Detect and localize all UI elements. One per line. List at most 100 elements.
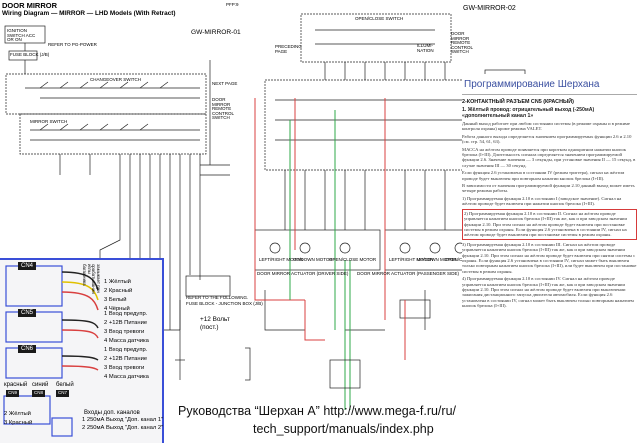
actuator-passenger-label: DOOR MIRROR ACTUATOR (PASSENGER SIDE) [357,271,460,276]
signal-num: 1 [104,311,108,317]
wire-row: 4 Чёрный [104,306,130,313]
input-text: 250мА Выход "Доп. канал 1" [86,417,164,423]
motor-label: OPEN/CLOSE MOTOR [329,257,377,262]
page-ref: PFP:9 [226,2,239,7]
doc-item-2: 2) Программируемая функция 2.10 в состоя… [462,208,637,240]
input-row-2: 2 250мА Выход "Доп. канал 2" [82,425,164,432]
wire-row: 3 Белый [104,297,127,304]
signal-row: 1 Вход предупр. [104,347,148,354]
doc-para-1: Данный выход работает при любом состояни… [462,121,630,132]
signal-text: Масса датчика [108,374,149,380]
refer-following-label: REFER TO THE FOLLOWING. [186,295,249,300]
motor-label: UP/DOWN MOTOR [293,257,333,262]
remote-control-label: DOOR MIRROR REMOTE CONTROL SWITCH [212,97,234,120]
motor-label: LEFT/RIGHT MOTOR [259,257,304,262]
cn7-badge: CN7 [56,390,70,397]
signal-text: +12В Питание [108,356,148,362]
diagram-code-left: GW-MIRROR-01 [191,29,241,36]
signal-num: 1 [104,347,108,353]
cn-color-white: белый [56,382,74,388]
signal-row: 2 +12В Питание [104,356,148,363]
doc-title: Программирование Шерхана [464,79,600,90]
mirror-switch-label: MIRROR SWITCH [30,119,68,124]
refer-pg-label: REFER TO PG-POWER [48,42,97,47]
cn9-badge: CN9 [6,390,20,397]
cn4-badge: CN4 [18,262,37,270]
wire-num: 4 [104,306,108,312]
signal-num: 4 [104,338,108,344]
cn6-badge: CN6 [18,345,37,353]
trunk-note: замыкает при срабатывании иглы багажника [82,264,102,294]
signal-num: 3 [104,365,108,371]
input-num: 1 [82,417,86,423]
input-text: 250мА Выход "Доп. канал 2" [86,425,164,431]
signal-text: +12В Питание [108,320,148,326]
signal-text: Вход предупр. [108,311,148,317]
signal-num: 3 [104,329,108,335]
signal-text: Вход предупр. [108,347,148,353]
diagram-code-right: GW-MIRROR-02 [463,5,516,12]
illum-label: ILLUMI- NATION [417,43,434,53]
signal-num: 2 [104,356,108,362]
wire-color: Красный [108,288,133,294]
cn5-badge: CN5 [18,309,37,317]
next-page-label: NEXT PAGE [212,81,238,86]
signal-row: 4 Масса датчика [104,338,149,345]
motor-label: UP/DOWN MOTOR [417,257,457,262]
signal-row: 3 Вход тревоги [104,329,145,336]
ignition-label: IGNITION SWITCH ACC OR ON [7,28,36,42]
wire-color: Белый [108,297,127,303]
programming-doc-panel: Программирование Шерхана 2-КОНТАКТНЫЙ РА… [462,74,637,398]
fuse-junction-label: FUSE BLOCK - JUNCTION BOX (J/B) [186,301,263,306]
signal-text: Масса датчика [108,338,149,344]
wire-row: 1 Жёлтый [104,279,131,286]
right-wiring-diagram: GW-MIRROR-02 [245,0,640,441]
wire-num: 1 [104,279,108,285]
input-num: 2 [82,425,86,431]
cn-color-blue: синий [32,382,49,388]
doc-item-4: 4) Программируемая функция 2.10 в состоя… [462,276,634,309]
connector-overlay: CN4 CN5 CN6 замыкает при срабатывании иг… [0,258,164,443]
signal-row: 1 Вход предупр. [104,311,148,318]
bottom-row-2: 3 Красный [4,420,33,427]
footer-line-1: Руководства “Шерхан А” http://www.mega-f… [178,404,456,418]
doc-section: 2-КОНТАКТНЫЙ РАЗЪЕМ CN5 (КРАСНЫЙ) [462,99,574,105]
diagram-title: DOOR MIRROR [2,1,57,10]
doc-para-4: Если функция 2.6 установлена в состоянии… [462,170,625,181]
wire-row: 2 Красный [104,288,133,295]
preceding-page-label: PRECEDING PAGE [275,44,302,54]
doc-para-3: МАССА на жёлтом проводе появляется при к… [462,146,636,168]
signal-row: 4 Масса датчика [104,374,149,381]
cn8-badge: CN8 [32,390,46,397]
wire-num: 2 [104,288,108,294]
doc-item-3: 3) Программируемая функция 2.10 в состоя… [462,241,637,274]
right-schematic [245,13,555,410]
bottom-color: Жёлтый [8,411,31,417]
bottom-num: 3 [4,420,8,426]
fuse-label: FUSE BLOCK (J/B) [10,52,50,57]
signal-text: Вход тревоги [108,329,145,335]
plus12-label: +12 Вольт (пост.) [200,316,230,331]
left-wiring-diagram: DOOR MIRROR Wiring Diagram — MIRROR — LH… [0,0,263,441]
bottom-num: 2 [4,411,8,417]
signal-num: 2 [104,320,108,326]
doc-sub1: 1. Жёлтый провод: отрицательный выход (-… [462,107,595,119]
doc-item-1: 1) Программируемая функция 2.10 в состоя… [462,195,622,207]
cn-color-red: красный [4,382,28,388]
signal-text: Вход тревоги [108,365,145,371]
footer-line-2: tech_support/manuals/index.php [253,422,434,436]
remote-control-right-label: DOOR MIRROR REMOTE CONTROL SWITCH [451,31,473,54]
actuator-driver-label: DOOR MIRROR ACTUATOR (DRIVER SIDE) [257,271,349,276]
doc-para-5: В зависимости от значения программируемо… [462,183,635,194]
connector-wires [3,265,99,437]
motor-label: LEFT/RIGHT MOTOR [389,257,434,262]
bottom-color: Красный [8,420,33,426]
diagram-subtitle: Wiring Diagram — MIRROR — LHD Models (Wi… [2,10,176,17]
wire-num: 3 [104,297,108,303]
doc-divider [462,94,637,95]
bottom-row-1: 2 Жёлтый [4,411,31,418]
inputs-title: Входы доп. каналов [84,410,140,416]
openclose-switch-label: OPEN/CLOSE SWITCH [355,16,404,21]
doc-para-2: Работа данного выхода определяется значе… [462,133,632,145]
wire-color: Чёрный [108,306,130,312]
